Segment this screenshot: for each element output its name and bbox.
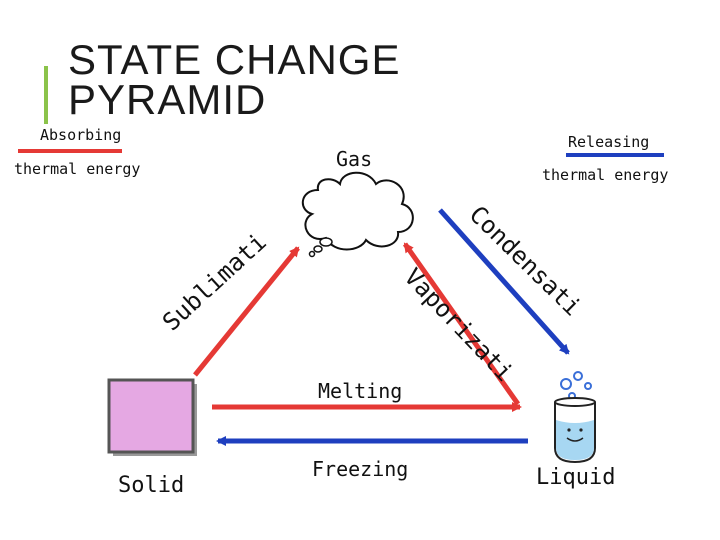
cube-icon xyxy=(107,378,197,456)
vaporization-label: Vaporization xyxy=(0,0,519,387)
title-accent-bar xyxy=(44,66,48,124)
page-title: STATE CHANGE PYRAMID xyxy=(68,36,401,123)
absorbing-label: Absorbing xyxy=(40,126,121,144)
solid-label: Solid xyxy=(118,473,184,498)
melting-label: Melting xyxy=(318,379,402,403)
beaker-icon xyxy=(554,371,596,464)
condensation-arrow xyxy=(438,208,570,355)
sublimation-arrow xyxy=(193,246,300,377)
freezing-label: Freezing xyxy=(312,457,408,481)
vaporization-arrow xyxy=(402,242,521,406)
liquid-label: Liquid xyxy=(536,465,615,490)
releasing-thermal-label: thermal energy xyxy=(542,166,668,184)
absorbing-thermal-label: thermal energy xyxy=(14,160,140,178)
cloud-icon xyxy=(302,171,414,258)
releasing-label: Releasing xyxy=(568,133,649,151)
gas-label: Gas xyxy=(336,147,372,171)
